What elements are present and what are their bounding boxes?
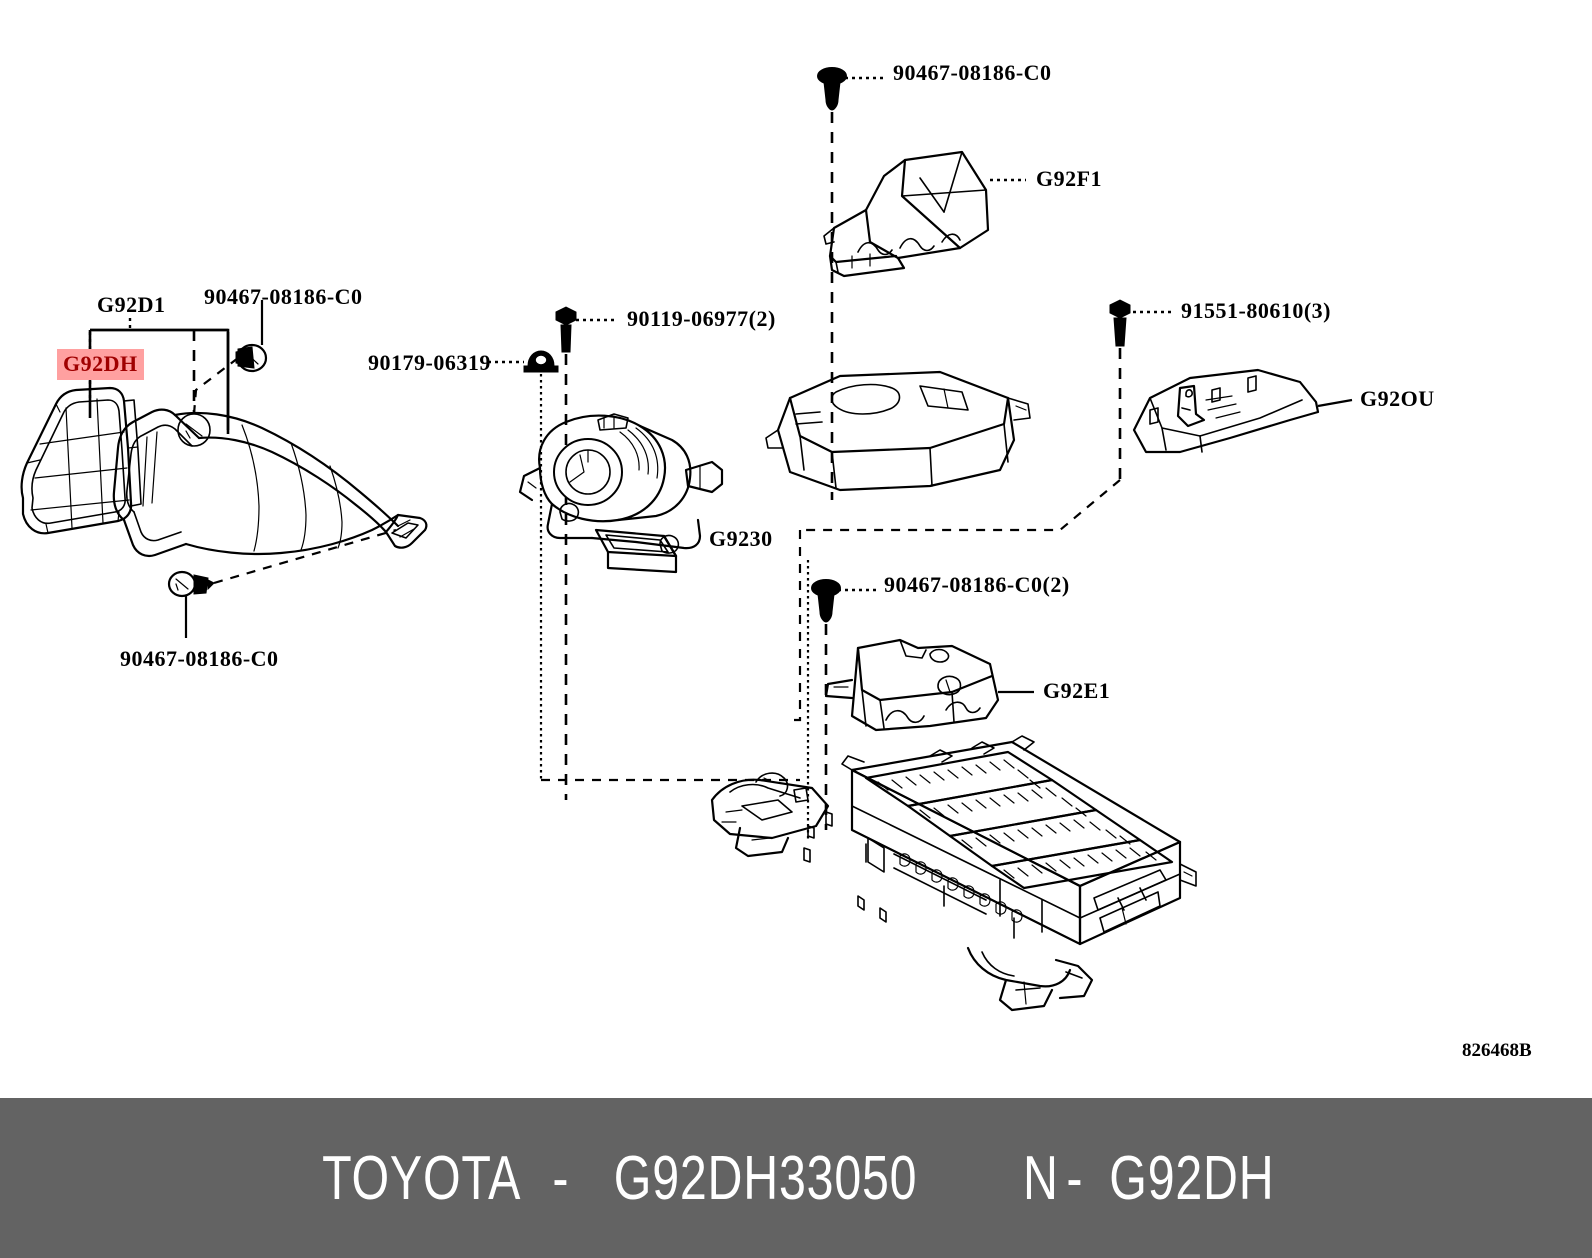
battery-right-face [1093, 863, 1197, 933]
footer-content: TOYOTA - G92DH33050 N - G92DH [0, 1098, 1592, 1258]
label-clip-bottom-left: 90467-08186-C0 [120, 646, 279, 671]
part-g92dh-filter [20, 386, 142, 535]
battery-tray-left [710, 772, 830, 840]
label-g92ou: G92OU [1360, 386, 1435, 411]
label-g92f1: G92F1 [1036, 166, 1103, 191]
footer-brand: TOYOTA [322, 1143, 522, 1213]
battery-tray-foot-left [734, 826, 790, 858]
footer-separator-2: - [1066, 1143, 1084, 1213]
footer-part-code: G92DH [1109, 1143, 1275, 1213]
fastener-nut-90179 [488, 350, 800, 782]
battery-top-lugs [841, 735, 1035, 771]
fastener-clip-bottom-left [167, 528, 397, 638]
battery-module-rows [864, 750, 1174, 890]
part-middle-panel [765, 370, 1031, 492]
label-clip-middle-2: 90467-08186-C0(2) [884, 572, 1070, 597]
footer-part-number: G92DH33050 [614, 1143, 918, 1213]
fastener-clip-top-middle [817, 67, 884, 500]
fastener-clip-middle-2 [786, 530, 876, 840]
label-g92d1: G92D1 [97, 292, 166, 317]
part-g9230-blower [518, 413, 724, 574]
fastener-bolt-90119 [555, 306, 614, 800]
battery-fastener-marks [803, 811, 887, 923]
part-g92d1-duct [112, 408, 428, 558]
label-g9230: G9230 [709, 526, 773, 551]
footer-separator-1: - [551, 1143, 569, 1213]
label-clip-top-left: 90467-08186-C0 [204, 284, 363, 309]
footer-prefix: N [1023, 1143, 1060, 1213]
footer-bar [0, 1098, 1592, 1258]
label-bolt-90119: 90119-06977(2) [627, 306, 776, 331]
label-clip-top-middle: 90467-08186-C0 [893, 60, 1052, 85]
battery-front-detail [865, 837, 1043, 939]
fastener-bolt-91551 [800, 299, 1172, 532]
battery-mount-legs [966, 946, 1094, 1012]
label-g92e1: G92E1 [1043, 678, 1111, 703]
part-g92f1-cover [823, 150, 1026, 278]
drawing-number: 826468B [1462, 1040, 1532, 1061]
label-bolt-91551: 91551-80610(3) [1181, 298, 1331, 323]
fastener-clip-top-left [192, 300, 268, 415]
part-g92e1-bracket [824, 638, 1034, 732]
footer-gap [960, 1178, 1018, 1179]
label-g92dh-highlighted: G92DH [57, 349, 144, 380]
part-g92ou-bracket [1132, 368, 1353, 454]
label-nut-90179: 90179-06319 [368, 350, 491, 375]
part-hv-battery-pack [710, 735, 1197, 1012]
